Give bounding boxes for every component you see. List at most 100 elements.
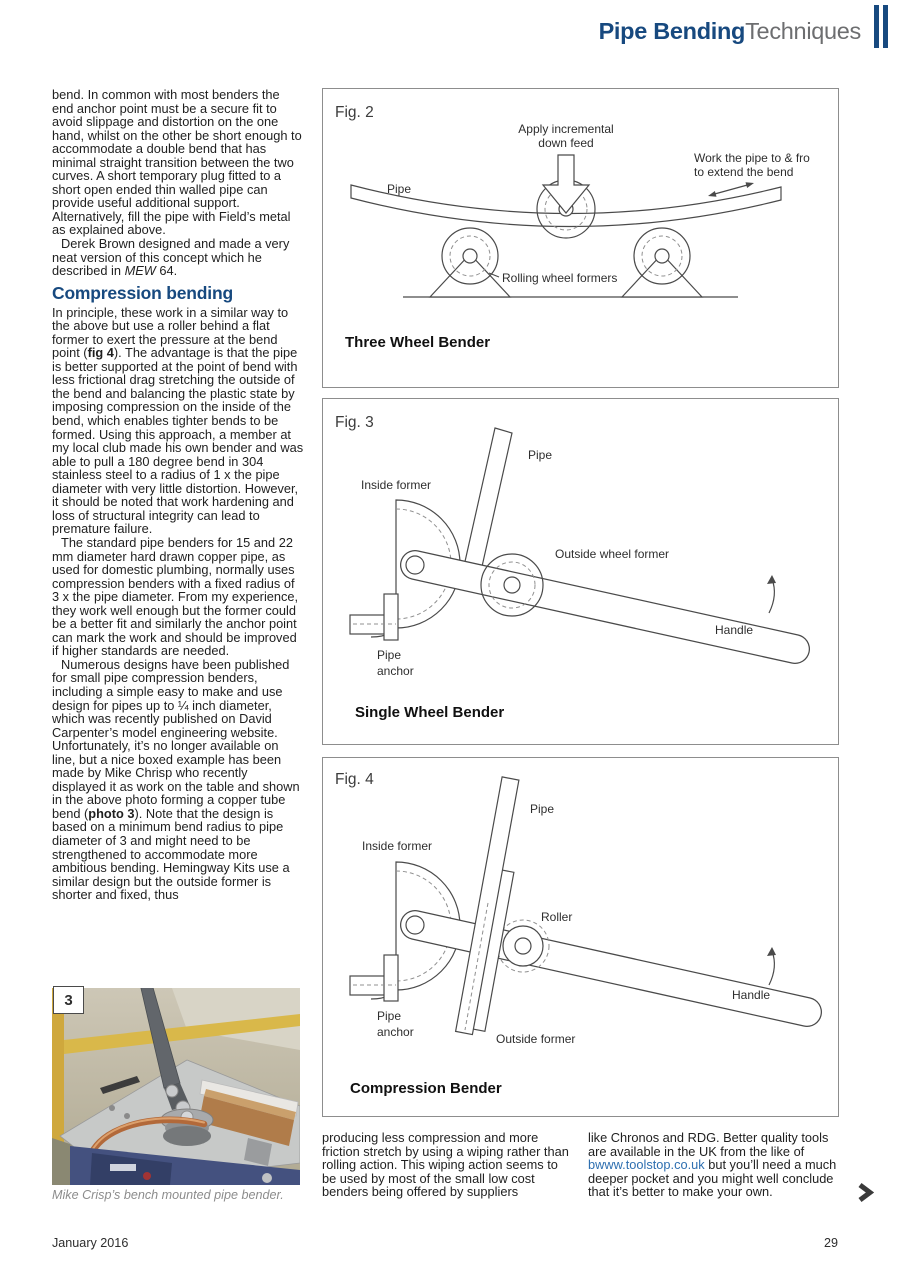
figure-caption: Three Wheel Bender: [345, 334, 490, 351]
wheel-dashed-ring: [641, 235, 683, 277]
annotation-down-feed: Apply incremental: [518, 122, 613, 136]
to-fro-arrow-icon: [710, 183, 752, 196]
annotation-work-pipe: Work the pipe to & fro: [694, 151, 810, 165]
annotation-outside-former: Outside former: [496, 1032, 575, 1046]
pipe-shape: [463, 427, 513, 572]
rotation-arrow-icon: [768, 950, 775, 986]
annotation-pipe: Pipe: [530, 802, 554, 816]
chevron-right-icon: [857, 1183, 875, 1202]
paragraph-text: ). Note that the design is based on a mi…: [52, 805, 290, 903]
article-left-column: bend. In common with most benders the en…: [52, 88, 304, 902]
paragraph: producing less compression and more fric…: [322, 1131, 574, 1199]
wood-block-top: [204, 1089, 296, 1120]
roller-axle-hole: [514, 937, 532, 955]
pipe-anchor-shape: [383, 593, 399, 641]
clamp-piece: [244, 1138, 272, 1166]
rotation-arrow-icon: [768, 578, 775, 614]
arrowhead: [745, 182, 754, 188]
wheel-axle-hole: [462, 248, 478, 264]
photo-caption: Mike Crisp’s bench mounted pipe bender.: [52, 1188, 284, 1202]
annotation-roller: Roller: [541, 910, 572, 924]
pipe-shape: [350, 184, 782, 228]
vise-red-dot: [143, 1172, 151, 1180]
down-feed-arrow-icon: [541, 154, 591, 214]
figure-label: Fig. 3: [335, 414, 374, 431]
annotation-inside-former: Inside former: [361, 478, 431, 492]
annotation-pipe: Pipe: [528, 448, 552, 462]
magazine-name-italic: MEW: [124, 263, 156, 279]
footer-page-number: 29: [823, 1236, 838, 1250]
paragraph-text: 64.: [155, 263, 178, 279]
outside-wheel-former-shape: [480, 553, 544, 617]
roller-dashed-ring: [496, 919, 550, 973]
photo-reference: photo 3: [88, 805, 135, 821]
paragraph: Derek Brown designed and made a very nea…: [52, 237, 304, 278]
annotation-handle: Handle: [732, 988, 770, 1002]
figure-label: Fig. 2: [335, 104, 374, 121]
handle-fill: [401, 551, 809, 663]
annotation-pipe-anchor: Pipe: [377, 1009, 401, 1023]
figure-caption: Single Wheel Bender: [355, 704, 504, 721]
three-wheel-bender-diagram: Fig. 2 Apply incremental down feed Work …: [335, 104, 810, 351]
page-title: Pipe BendingTechniques: [598, 18, 862, 45]
figure-reference: fig 4: [87, 345, 114, 361]
paragraph-text: In principle, these work in a similar wa…: [52, 304, 289, 361]
photo-illustration: [52, 983, 301, 1185]
figure-caption: Compression Bender: [350, 1080, 502, 1097]
vise-bolt: [262, 1173, 272, 1183]
masthead-bar-icon: [874, 5, 879, 48]
annotation-work-pipe: to extend the bend: [694, 165, 793, 179]
annotation-handle: Handle: [715, 623, 753, 637]
rolling-wheel-former: [441, 227, 499, 285]
footer-issue-date: January 2016: [52, 1236, 129, 1250]
pivot-hole: [405, 555, 425, 575]
page-title-light: Techniques: [745, 18, 861, 44]
paragraph-text: ). The advantage is that the pipe is bet…: [52, 345, 304, 537]
lever-bolt: [165, 1084, 179, 1098]
plate-hole: [124, 1113, 130, 1119]
paragraph-text: like Chronos and RDG. Better quality too…: [588, 1130, 829, 1159]
arrowhead: [767, 947, 776, 956]
wheel-axle-hole: [654, 248, 670, 264]
paragraph-text: but you’ll need a much deeper pocket and…: [588, 1157, 837, 1200]
photo-bench-pipe-bender: [52, 983, 301, 1185]
pipe-anchor-shape: [383, 954, 399, 1002]
annotation-pipe-anchor: anchor: [377, 664, 414, 678]
annotation-down-feed: down feed: [538, 136, 593, 150]
figure-label: Fig. 4: [335, 771, 374, 788]
wood-block: [199, 1096, 294, 1146]
annotation-outside-wheel-former: Outside wheel former: [555, 547, 669, 561]
article-bottom-column-1: producing less compression and more fric…: [322, 1131, 574, 1199]
figure-4-box: Fig. 4 Pipe Inside f: [322, 757, 839, 1117]
masthead-bar-icon: [883, 5, 888, 48]
paragraph: like Chronos and RDG. Better quality too…: [588, 1131, 848, 1199]
page-title-bold: Pipe Bending: [598, 18, 746, 44]
plate-hole: [109, 1105, 115, 1111]
paragraph: bend. In common with most benders the en…: [52, 88, 304, 237]
single-wheel-bender-diagram: Fig. 3 Pipe Inside former Ou: [335, 414, 810, 721]
section-heading: Compression bending: [52, 282, 233, 303]
paragraph-text: bend. In common with most benders the en…: [52, 87, 302, 238]
compression-bender-diagram: Fig. 4 Pipe Inside f: [335, 771, 822, 1097]
article-bottom-column-2: like Chronos and RDG. Better quality too…: [588, 1131, 848, 1199]
annotation-inside-former: Inside former: [362, 839, 432, 853]
annotation-rolling-wheel-formers: Rolling wheel formers: [502, 271, 617, 285]
former-disc: [163, 1126, 211, 1146]
leader-line: [488, 272, 500, 278]
plate-slot: [100, 1076, 140, 1094]
paragraph-text: producing less compression and more fric…: [322, 1130, 569, 1200]
figure-2-box: Fig. 2 Apply incremental down feed Work …: [322, 88, 839, 388]
paragraph-text: Numerous designs have been published for…: [52, 656, 300, 821]
wheel-dashed-ring: [449, 235, 491, 277]
annotation-pipe-anchor: Pipe: [377, 648, 401, 662]
paragraph-text: The standard pipe benders for 15 and 22 …: [52, 534, 299, 659]
paragraph: Numerous designs have been published for…: [52, 658, 304, 902]
arrowhead: [708, 191, 717, 197]
rolling-wheel-former: [633, 227, 691, 285]
yellow-stripe: [64, 1014, 300, 1054]
photo-number-badge: 3: [53, 986, 84, 1014]
pipe-centerline-dashed: [464, 902, 489, 1031]
toolstop-link[interactable]: bwww.toolstop.co.uk: [588, 1157, 705, 1173]
bench-highlight: [172, 988, 300, 1050]
